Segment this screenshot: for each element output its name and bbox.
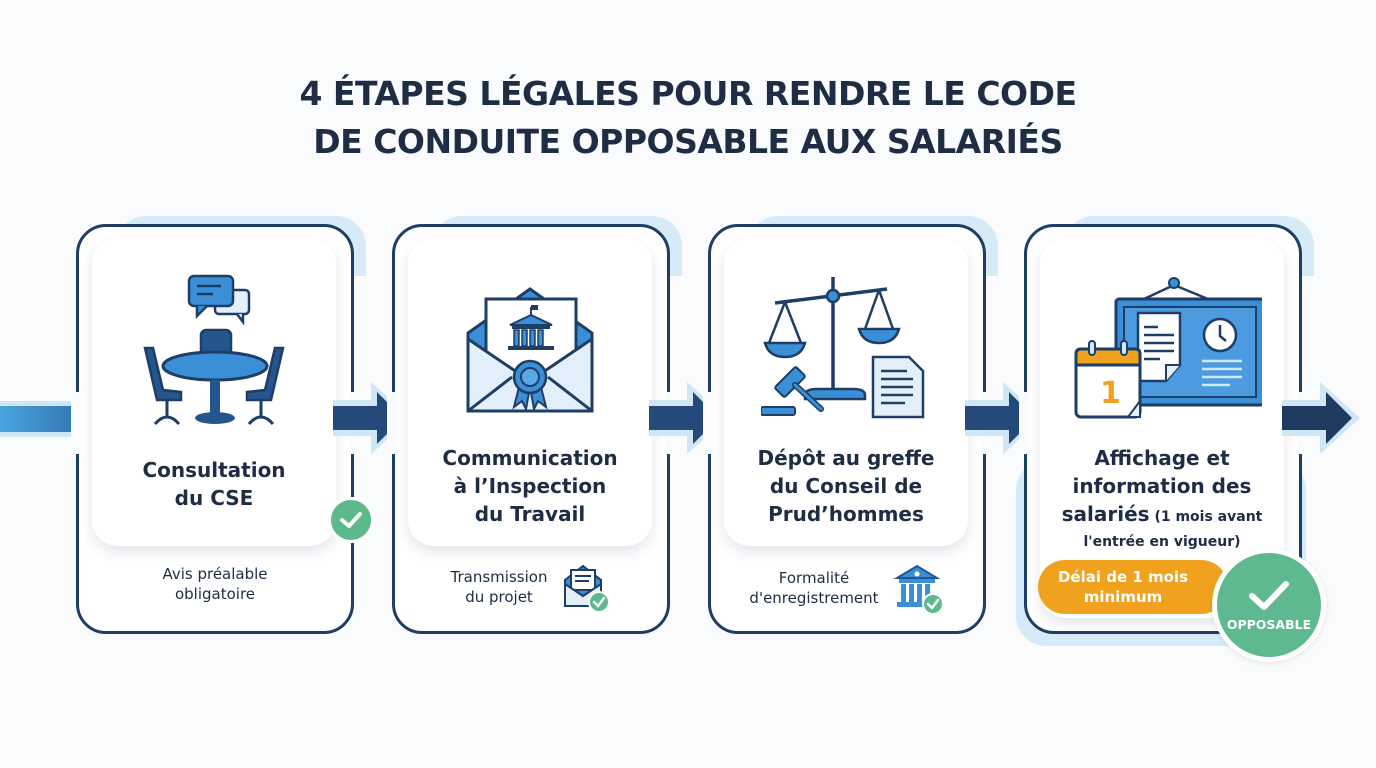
step-2-inner-card: Communication à l’Inspection du Travail (408, 238, 652, 546)
step-2-card: Communication à l’Inspection du Travail … (387, 216, 682, 634)
scales-of-justice-icon (724, 263, 968, 433)
arrow-right-icon (649, 382, 727, 454)
step-1-inner-card: Consultation du CSE (92, 238, 336, 546)
notice-board-calendar-icon: 1 (1040, 263, 1284, 433)
step-1-card: Consultation du CSE Avis préalable oblig… (71, 216, 374, 634)
check-icon (328, 497, 374, 543)
title-line-2: DE CONDUITE OPPOSABLE AUX SALARIÉS (313, 122, 1063, 161)
meeting-table-icon (92, 263, 336, 433)
step-2-note: Transmission du projet (392, 562, 670, 612)
title-line-1: 4 ÉTAPES LÉGALES POUR RENDRE LE CODE (299, 74, 1077, 113)
step-4-card: 1 Affichage et information des salariés … (1016, 216, 1326, 662)
courthouse-check-icon (892, 564, 944, 614)
step-4-title: Affichage et information des salariés (1… (1061, 446, 1263, 550)
step-1-title: Consultation du CSE (142, 458, 286, 510)
arrow-right-icon (333, 382, 411, 454)
step-3-card: Dépôt au greffe du Conseil de Prud’homme… (703, 216, 998, 634)
envelope-official-letter-icon (408, 263, 652, 433)
step-3-inner-card: Dépôt au greffe du Conseil de Prud’homme… (724, 238, 968, 546)
arrow-right-icon (965, 382, 1043, 454)
svg-text:1: 1 (1100, 376, 1121, 411)
step-3-title: Dépôt au greffe du Conseil de Prud’homme… (757, 446, 935, 526)
opposable-badge: OPPOSABLE (1212, 548, 1326, 662)
step-1-note: Avis préalable obligatoire (162, 565, 268, 603)
delay-pill: Délai de 1 mois minimum (1038, 560, 1228, 614)
step-3-note: Formalité d'enregistrement (708, 562, 986, 614)
check-icon (1249, 580, 1289, 610)
page-title: 4 ÉTAPES LÉGALES POUR RENDRE LE CODE DE … (0, 70, 1376, 166)
arrow-right-icon (1282, 382, 1360, 454)
step-2-title: Communication à l’Inspection du Travail (442, 446, 618, 526)
envelope-check-icon (564, 564, 611, 612)
